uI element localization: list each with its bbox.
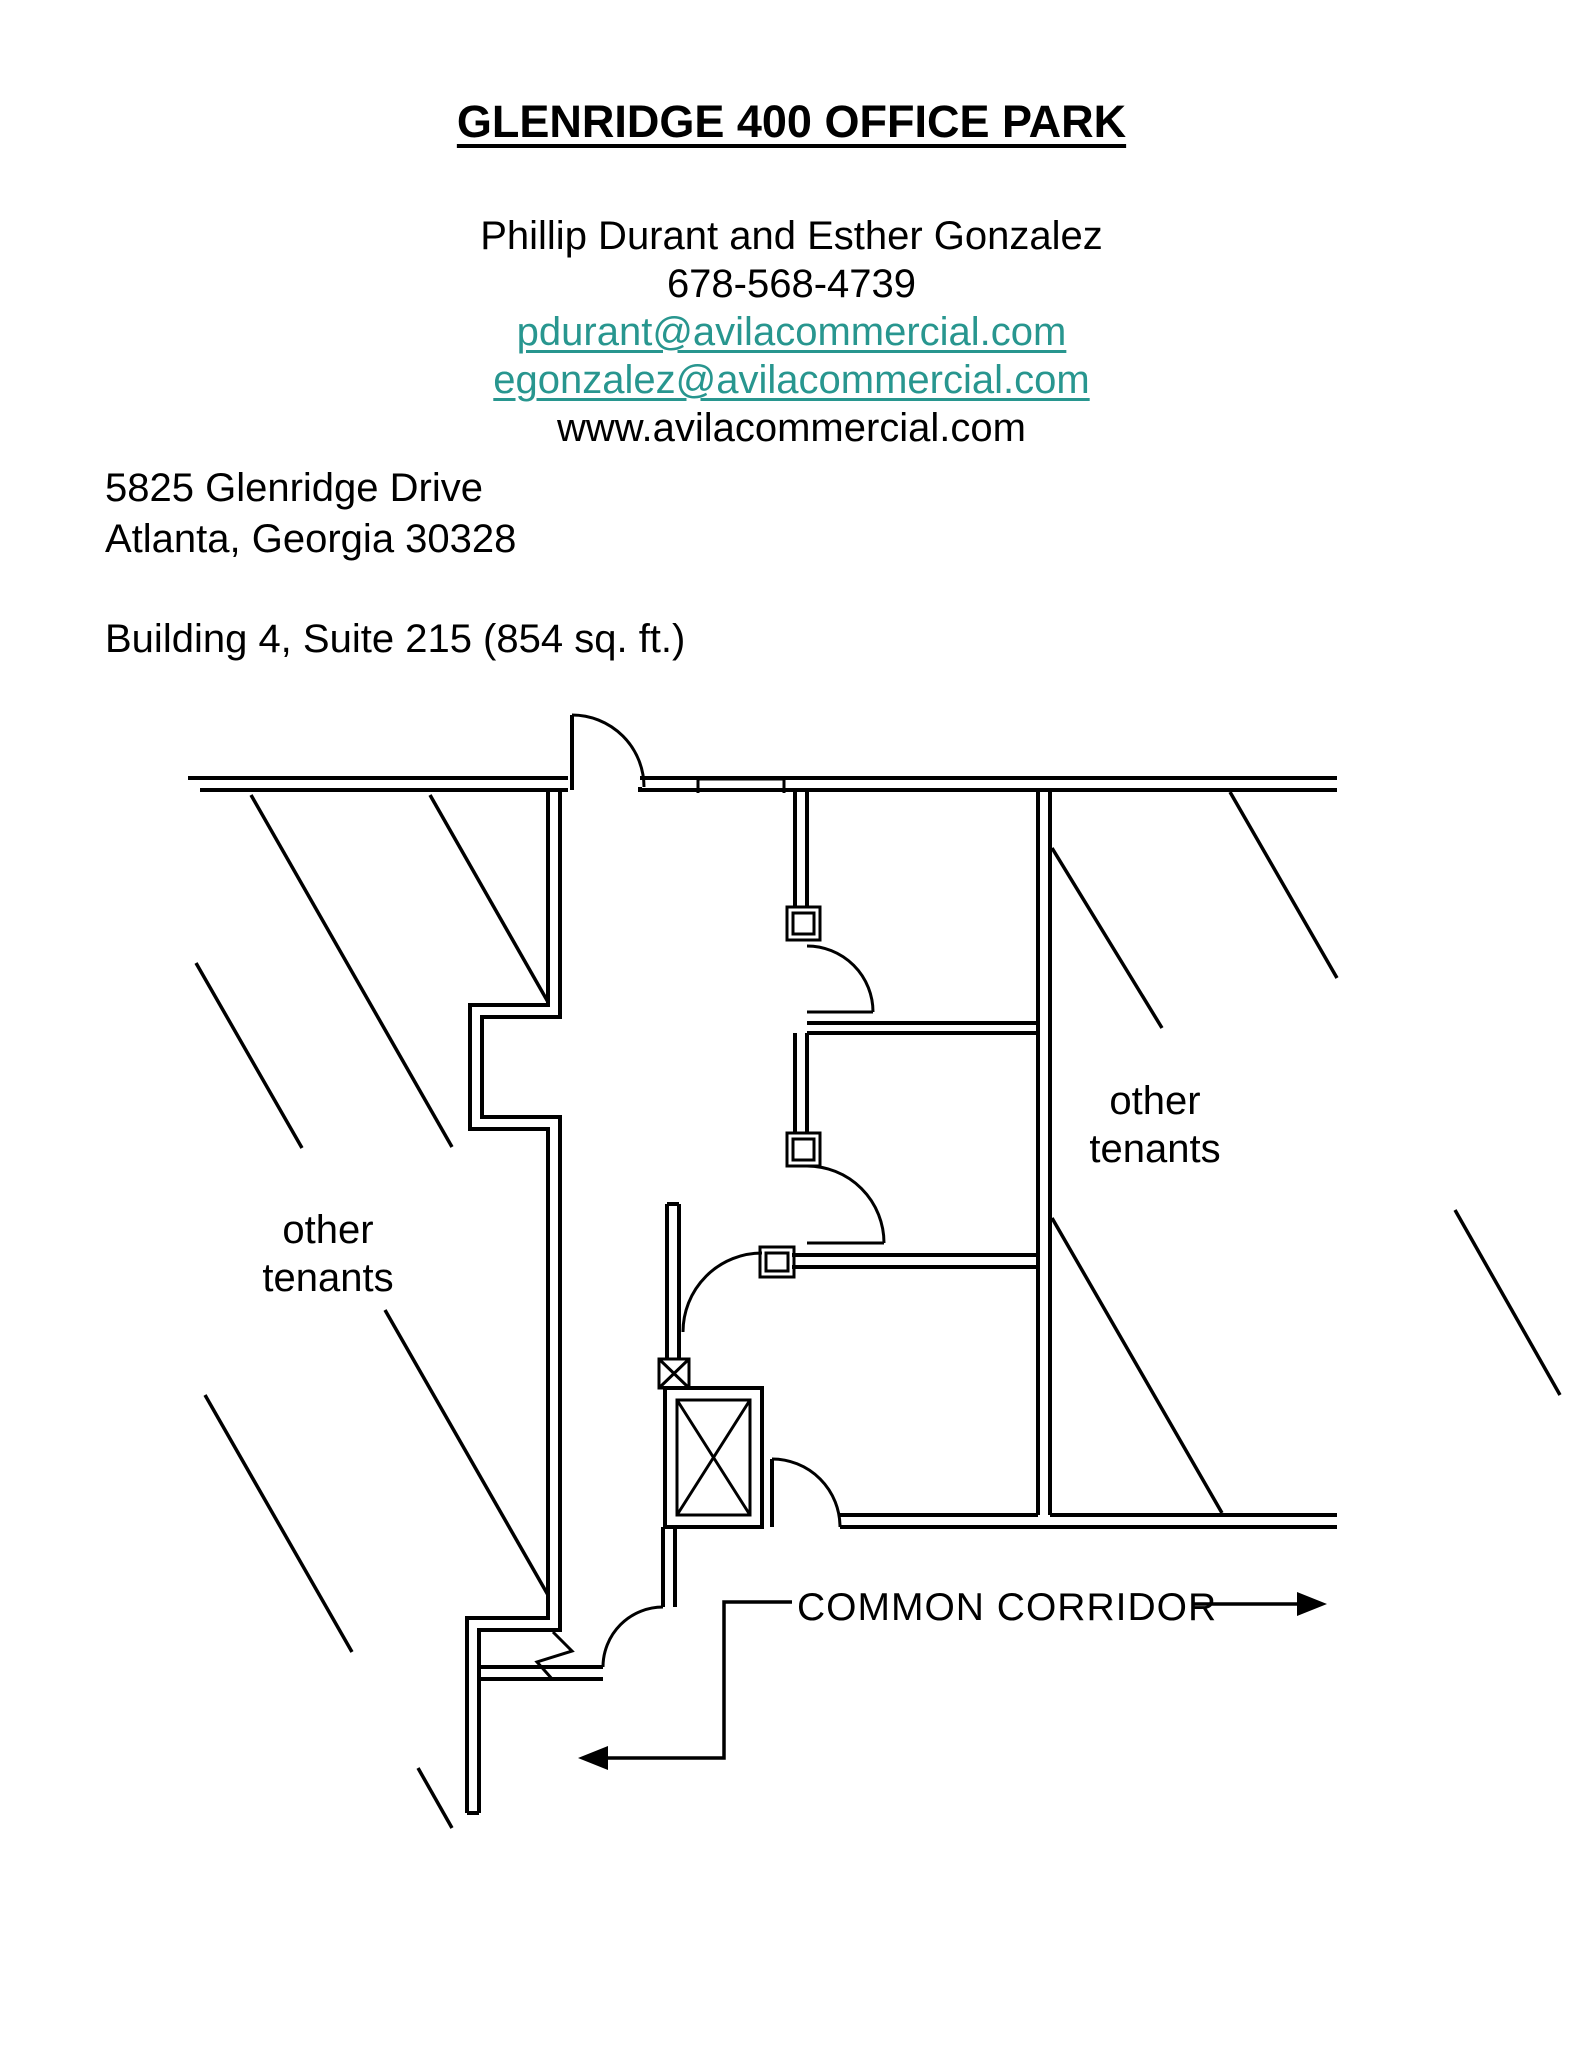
wall-break-symbol	[534, 1630, 575, 1681]
email-row-1: pdurant@avilacommercial.com	[0, 310, 1583, 355]
contact-names: Phillip Durant and Esther Gonzalez	[480, 214, 1103, 258]
email-link-pdurant[interactable]: pdurant@avilacommercial.com	[516, 310, 1067, 354]
contact-phone: 678-568-4739	[666, 262, 917, 306]
address-line-1: 5825 Glenridge Drive	[105, 466, 483, 510]
vestibule-stub-wall	[665, 1202, 681, 1359]
email-row-2: egonzalez@avilacommercial.com	[0, 358, 1583, 403]
corridor-arrow-right	[1192, 1592, 1327, 1616]
office-partition-wall	[793, 790, 809, 1133]
front-door	[570, 713, 646, 790]
corridor-arrow-left	[578, 1600, 792, 1770]
office-door-2	[785, 1131, 886, 1245]
corridor-door	[770, 1457, 842, 1528]
vestibule-wall	[479, 1665, 603, 1681]
left-area-label-line1: other	[282, 1208, 373, 1252]
suite-entry-door	[681, 1245, 796, 1333]
address-line-2: Atlanta, Georgia 30328	[105, 517, 517, 561]
email-link-egonzalez[interactable]: egonzalez@avilacommercial.com	[493, 358, 1090, 402]
office-divider-wall	[807, 1021, 1038, 1035]
corridor-label: COMMON CORRIDOR	[797, 1586, 1217, 1629]
right-area-label-line2: tenants	[1089, 1127, 1220, 1171]
corridor-wall	[840, 1513, 1337, 1529]
page-title: GLENRIDGE 400 OFFICE PARK	[456, 96, 1127, 147]
right-area-label-line1: other	[1109, 1079, 1200, 1123]
left-hatching	[194, 794, 550, 1829]
vestibule-door	[601, 1527, 677, 1668]
right-wall	[1036, 790, 1052, 1515]
top-wall	[188, 776, 1337, 792]
office-door-1	[785, 905, 875, 1014]
right-hatching	[1050, 791, 1562, 1514]
elevator-shaft	[663, 1386, 764, 1529]
suite-bottom-wall	[792, 1253, 1038, 1269]
website-text: www.avilacommercial.com	[557, 406, 1026, 450]
left-wall	[465, 790, 562, 1815]
unit-info: Building 4, Suite 215 (854 sq. ft.)	[105, 617, 686, 661]
window-detail	[696, 776, 786, 793]
junction-box	[657, 1357, 691, 1390]
left-area-label-line2: tenants	[262, 1256, 393, 1300]
